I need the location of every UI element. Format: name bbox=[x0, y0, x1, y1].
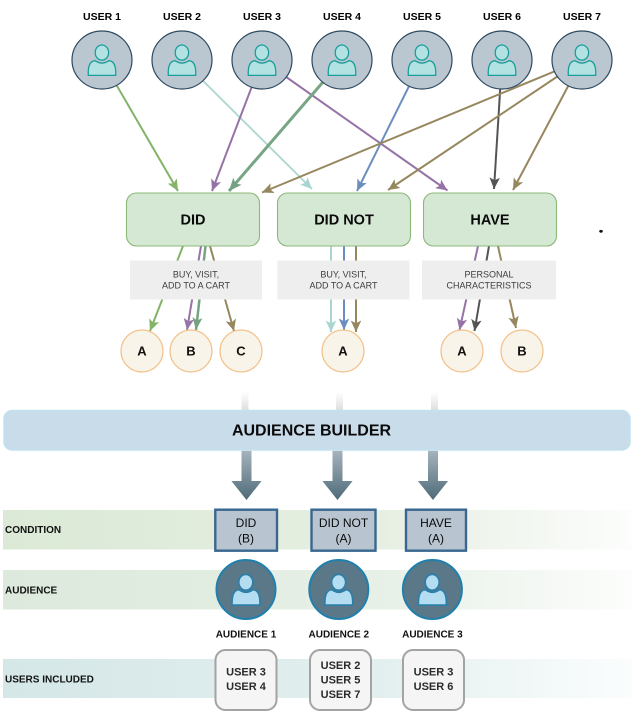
svg-text:A: A bbox=[457, 344, 467, 359]
svg-text:CHARACTERISTICS: CHARACTERISTICS bbox=[446, 280, 531, 290]
svg-text:USER 3: USER 3 bbox=[243, 11, 281, 23]
svg-text:USER 2: USER 2 bbox=[163, 11, 201, 23]
svg-text:BUY, VISIT,: BUY, VISIT, bbox=[320, 270, 366, 280]
svg-text:(B): (B) bbox=[238, 531, 254, 545]
svg-text:USER 7: USER 7 bbox=[563, 11, 601, 23]
svg-text:DID NOT: DID NOT bbox=[314, 213, 374, 229]
svg-text:(A): (A) bbox=[336, 531, 352, 545]
svg-text:USER 5: USER 5 bbox=[403, 11, 441, 23]
svg-text:AUDIENCE 2: AUDIENCE 2 bbox=[309, 630, 370, 641]
svg-text:A: A bbox=[338, 344, 348, 359]
svg-text:ADD TO A CART: ADD TO A CART bbox=[162, 280, 231, 290]
svg-text:B: B bbox=[186, 344, 195, 359]
svg-text:USER 4: USER 4 bbox=[226, 681, 267, 693]
svg-text:USER 5: USER 5 bbox=[321, 675, 361, 687]
svg-text:USER 3: USER 3 bbox=[414, 667, 454, 679]
svg-text:DID: DID bbox=[181, 213, 206, 229]
svg-text:USER 3: USER 3 bbox=[226, 667, 266, 679]
svg-text:HAVE: HAVE bbox=[470, 213, 510, 229]
svg-text:USER 6: USER 6 bbox=[414, 681, 454, 693]
svg-text:USER 1: USER 1 bbox=[83, 11, 121, 23]
svg-text:USER 7: USER 7 bbox=[321, 689, 361, 701]
svg-text:(A): (A) bbox=[428, 531, 444, 545]
svg-text:USER 6: USER 6 bbox=[483, 11, 521, 23]
svg-text:AUDIENCE: AUDIENCE bbox=[5, 586, 58, 597]
svg-text:AUDIENCE BUILDER: AUDIENCE BUILDER bbox=[232, 423, 392, 440]
svg-text:HAVE: HAVE bbox=[420, 516, 452, 530]
svg-text:DID: DID bbox=[236, 516, 257, 530]
svg-text:B: B bbox=[517, 344, 526, 359]
svg-text:DID NOT: DID NOT bbox=[319, 516, 369, 530]
svg-text:A: A bbox=[137, 344, 147, 359]
svg-text:USER 4: USER 4 bbox=[323, 11, 361, 23]
svg-text:CONDITION: CONDITION bbox=[5, 525, 61, 536]
svg-text:USERS INCLUDED: USERS INCLUDED bbox=[5, 675, 94, 686]
svg-text:BUY, VISIT,: BUY, VISIT, bbox=[173, 270, 219, 280]
svg-text:ADD TO A CART: ADD TO A CART bbox=[309, 280, 378, 290]
svg-text:USER 2: USER 2 bbox=[321, 660, 361, 672]
svg-text:C: C bbox=[236, 344, 246, 359]
svg-text:AUDIENCE 3: AUDIENCE 3 bbox=[402, 630, 463, 641]
svg-text:AUDIENCE 1: AUDIENCE 1 bbox=[216, 630, 277, 641]
svg-text:PERSONAL: PERSONAL bbox=[464, 270, 513, 280]
